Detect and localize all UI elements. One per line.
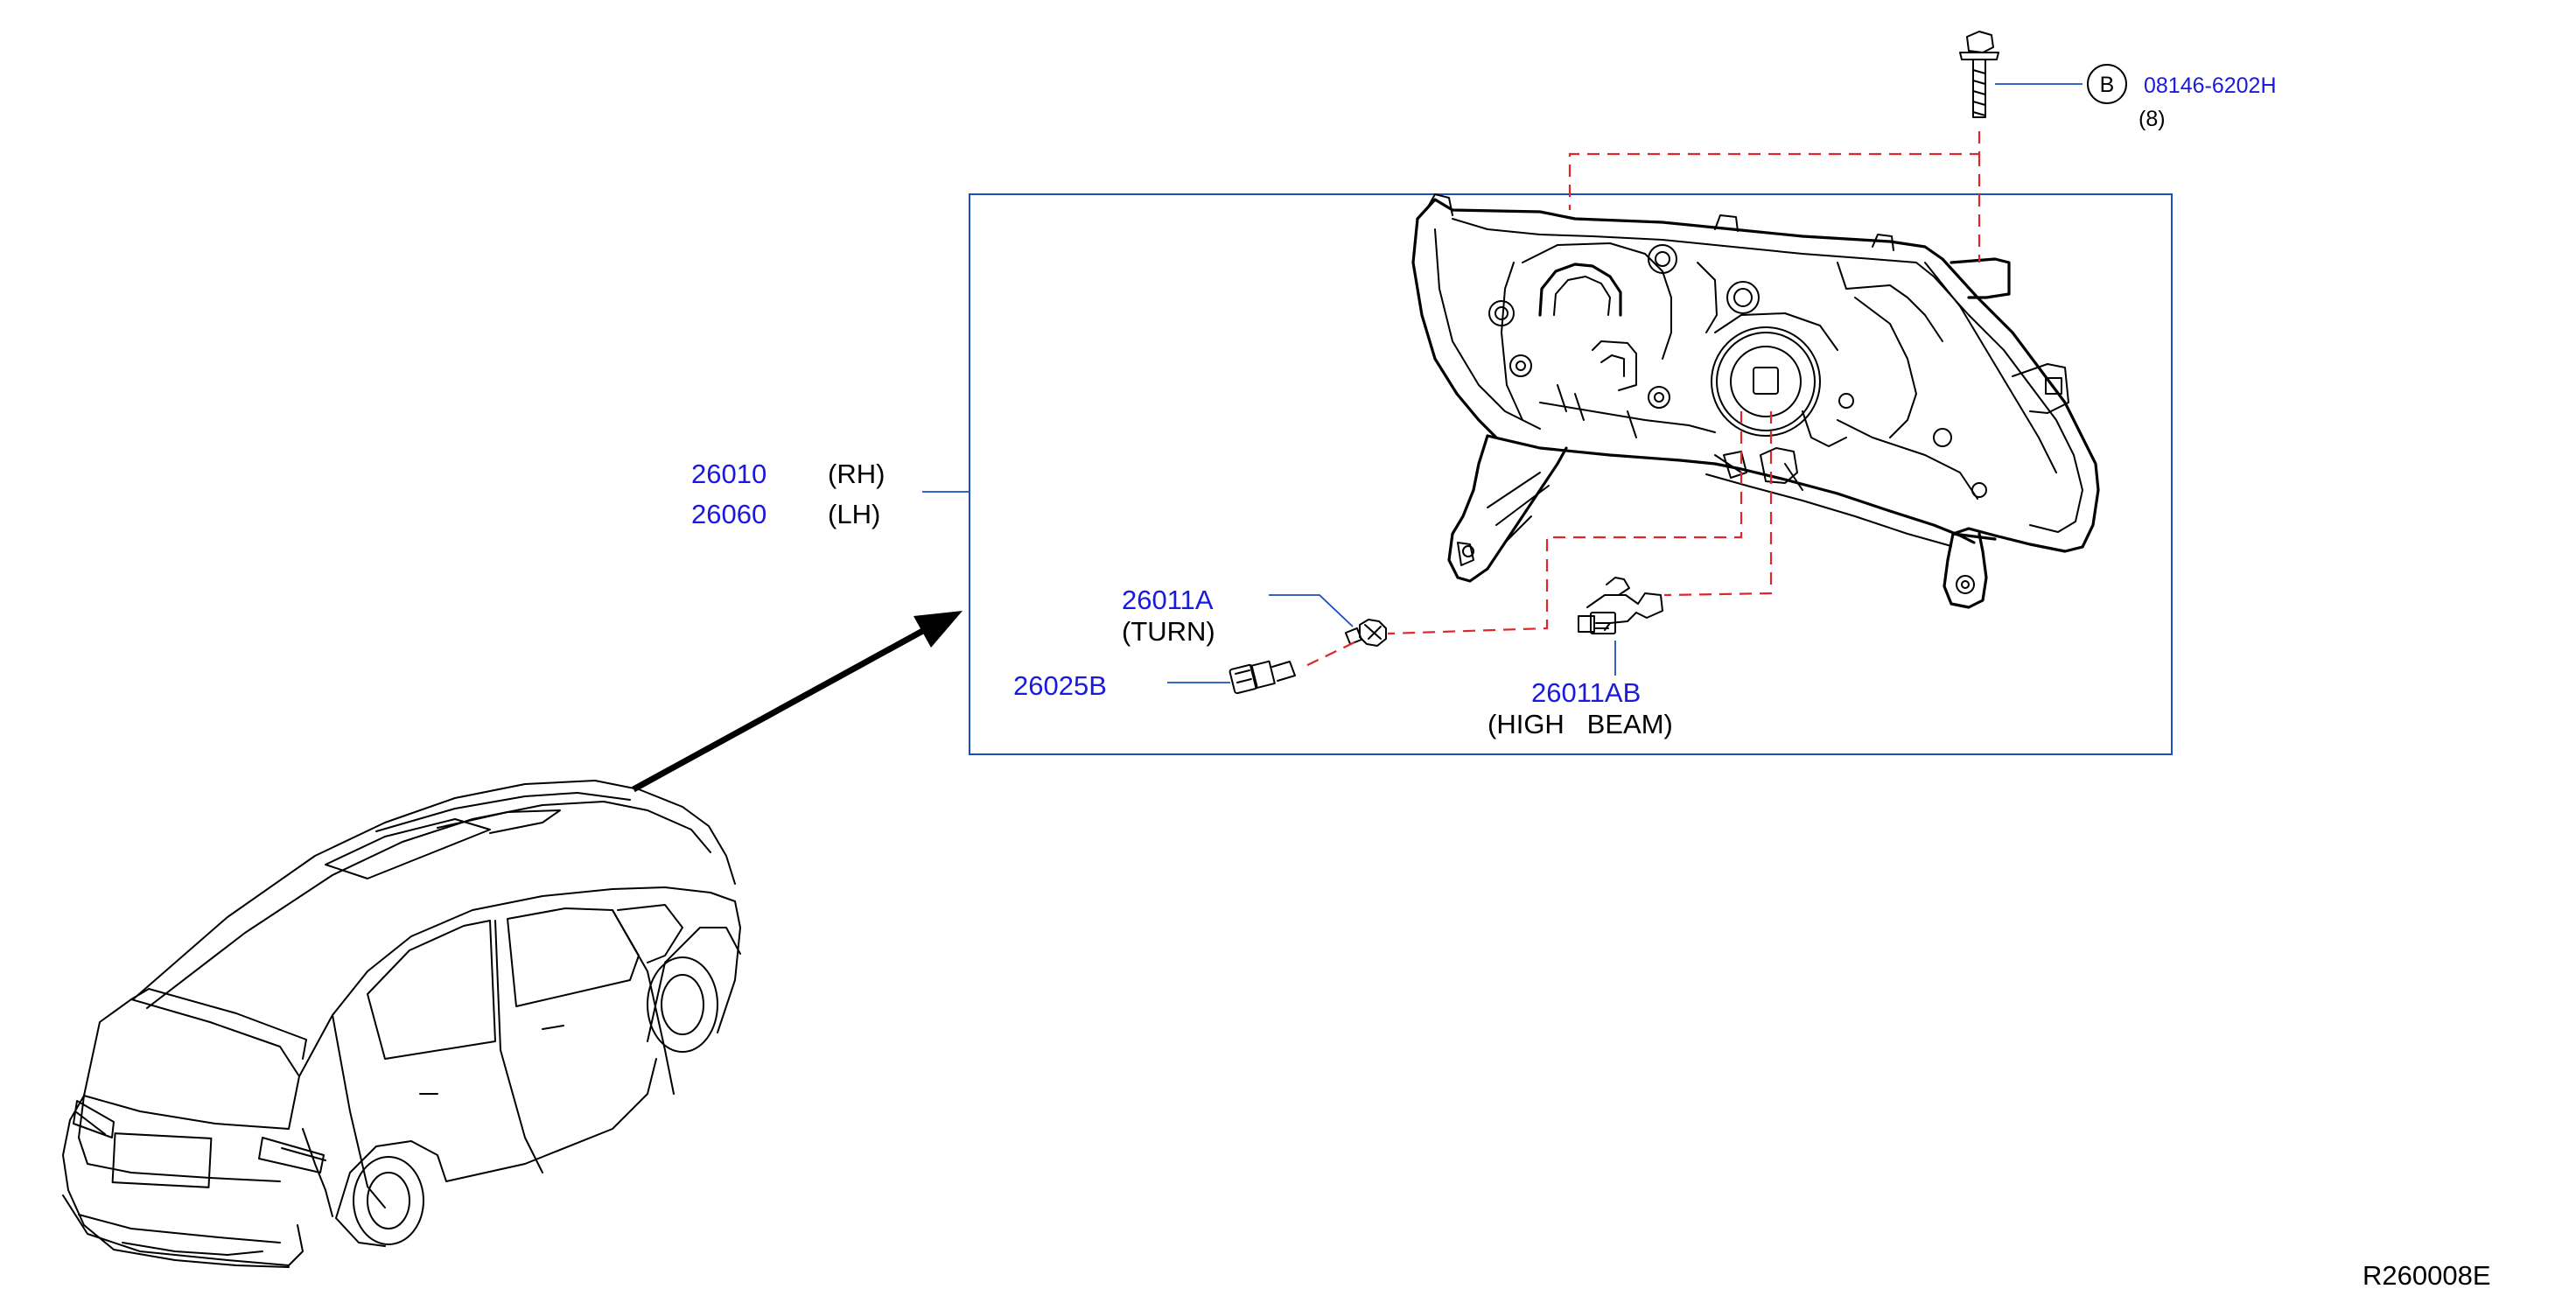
socket-drawing xyxy=(1228,660,1296,695)
figure-code: R260008E xyxy=(2362,1260,2491,1291)
bolt-drawing xyxy=(1959,31,1999,118)
turn-bulb-drawing xyxy=(1344,619,1387,647)
assembly-rh-side: (RH) xyxy=(828,459,885,489)
assembly-lh-number: 26060 xyxy=(691,499,766,529)
headlamp-assembly-drawing xyxy=(1411,193,2100,609)
turn-bulb-label: (TURN) xyxy=(1122,616,1215,647)
bolt-number: 08146-6202H xyxy=(2144,74,2277,98)
location-arrow xyxy=(632,611,962,793)
assembly-rh-number: 26010 xyxy=(691,459,766,489)
bolt-qty: (8) xyxy=(2138,107,2166,131)
leader-lines xyxy=(922,83,2082,683)
bolt-ref-circle xyxy=(2087,64,2127,104)
vehicle-outline-drawing xyxy=(62,780,741,1268)
bolt-ref-letter: B xyxy=(2100,73,2115,97)
assembly-frame xyxy=(969,193,2173,755)
assembly-lh-side: (LH) xyxy=(828,499,880,529)
turn-bulb-number: 26011A xyxy=(1122,585,1214,615)
high-beam-bulb-drawing xyxy=(1578,577,1663,634)
socket-number: 26025B xyxy=(1013,670,1107,701)
dashed-guides xyxy=(1303,131,1981,668)
high-beam-label: (HIGH BEAM) xyxy=(1488,709,1673,739)
high-beam-number: 26011AB xyxy=(1531,677,1641,708)
